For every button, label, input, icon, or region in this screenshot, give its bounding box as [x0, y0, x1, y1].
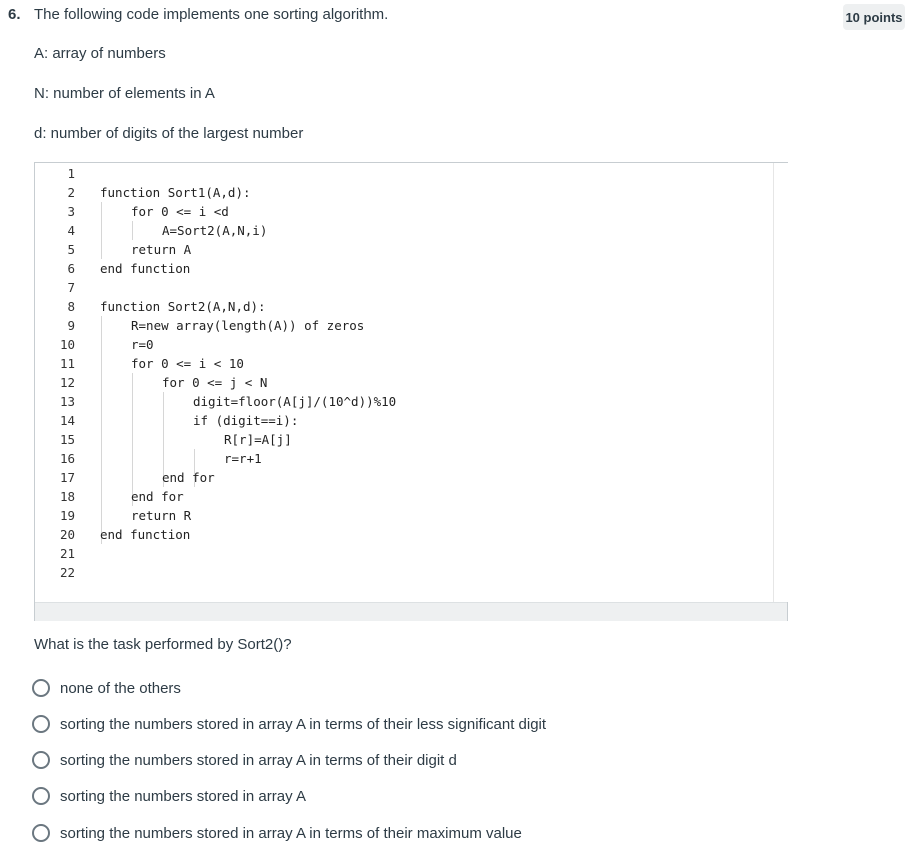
answer-option-label: sorting the numbers stored in array A in…	[60, 824, 522, 842]
definition-line: A: array of numbers	[34, 45, 166, 62]
line-number: 19	[59, 508, 75, 523]
code-line: r=0	[131, 337, 154, 352]
line-number: 20	[59, 527, 75, 542]
answer-option-less-significant-digit[interactable]: sorting the numbers stored in array A in…	[32, 712, 546, 736]
answer-option-label: sorting the numbers stored in array A	[60, 787, 306, 805]
line-number: 22	[59, 565, 75, 580]
line-number: 10	[59, 337, 75, 352]
code-line: function Sort1(A,d):	[100, 185, 251, 200]
editor-status-bar	[35, 602, 787, 621]
line-number: 8	[67, 299, 75, 314]
answer-option-none[interactable]: none of the others	[32, 676, 181, 700]
line-number: 5	[67, 242, 75, 257]
indent-guide	[163, 392, 164, 487]
code-line: for 0 <= i <d	[131, 204, 229, 219]
line-number: 14	[59, 413, 75, 428]
indent-guide	[101, 316, 102, 544]
question-number: 6.	[8, 6, 21, 23]
code-line: for 0 <= j < N	[162, 375, 268, 390]
code-line: return A	[131, 242, 192, 257]
code-line: r=r+1	[224, 451, 262, 466]
line-number: 15	[59, 432, 75, 447]
radio-button[interactable]	[32, 787, 50, 805]
line-number: 7	[67, 280, 75, 295]
answer-option-maximum-value[interactable]: sorting the numbers stored in array A in…	[32, 821, 522, 845]
line-number: 6	[67, 261, 75, 276]
radio-button[interactable]	[32, 679, 50, 697]
answer-option-digit-d[interactable]: sorting the numbers stored in array A in…	[32, 748, 457, 772]
points-badge: 10 points	[843, 4, 905, 30]
question-title: The following code implements one sortin…	[34, 6, 389, 23]
radio-button[interactable]	[32, 715, 50, 733]
line-number: 21	[59, 546, 75, 561]
line-number: 1	[67, 166, 75, 181]
indent-guide	[101, 202, 102, 259]
vertical-scrollbar[interactable]	[773, 163, 788, 602]
radio-button[interactable]	[32, 751, 50, 769]
line-number: 18	[59, 489, 75, 504]
code-line: R=new array(length(A)) of zeros	[131, 318, 365, 333]
definition-line: N: number of elements in A	[34, 85, 215, 102]
code-line: end function	[100, 527, 191, 542]
line-number: 12	[59, 375, 75, 390]
code-line: for 0 <= i < 10	[131, 356, 244, 371]
line-number: 17	[59, 470, 75, 485]
line-number: 3	[67, 204, 75, 219]
answer-option-sorting[interactable]: sorting the numbers stored in array A	[32, 784, 306, 808]
line-number: 9	[67, 318, 75, 333]
line-number: 16	[59, 451, 75, 466]
code-line: digit=floor(A[j]/(10^d))%10	[193, 394, 397, 409]
code-line: R[r]=A[j]	[224, 432, 292, 447]
radio-button[interactable]	[32, 824, 50, 842]
code-area[interactable]: 1 2 3 4 5 6 7 8 9 10 11 12 13 14 15 16 1…	[35, 163, 773, 602]
definition-line: d: number of digits of the largest numbe…	[34, 125, 304, 142]
line-number-gutter: 1 2 3 4 5 6 7 8 9 10 11 12 13 14 15 16 1…	[35, 163, 79, 602]
code-editor[interactable]: 1 2 3 4 5 6 7 8 9 10 11 12 13 14 15 16 1…	[34, 162, 788, 621]
line-number: 11	[59, 356, 75, 371]
answer-option-label: sorting the numbers stored in array A in…	[60, 715, 547, 733]
indent-guide	[132, 373, 133, 506]
code-line: end for	[131, 489, 184, 504]
code-line: if (digit==i):	[193, 413, 299, 428]
line-number: 13	[59, 394, 75, 409]
code-line: end function	[100, 261, 191, 276]
code-line: return R	[131, 508, 192, 523]
line-number: 2	[67, 185, 75, 200]
indent-guide	[194, 449, 195, 487]
code-line: end for	[162, 470, 215, 485]
indent-guide	[132, 221, 133, 240]
code-line: A=Sort2(A,N,i)	[162, 223, 268, 238]
answer-option-label: none of the others	[60, 679, 181, 697]
line-number: 4	[67, 223, 75, 238]
code-line: function Sort2(A,N,d):	[100, 299, 266, 314]
question-prompt: What is the task performed by Sort2()?	[34, 636, 292, 653]
answer-option-label: sorting the numbers stored in array A in…	[60, 751, 457, 769]
